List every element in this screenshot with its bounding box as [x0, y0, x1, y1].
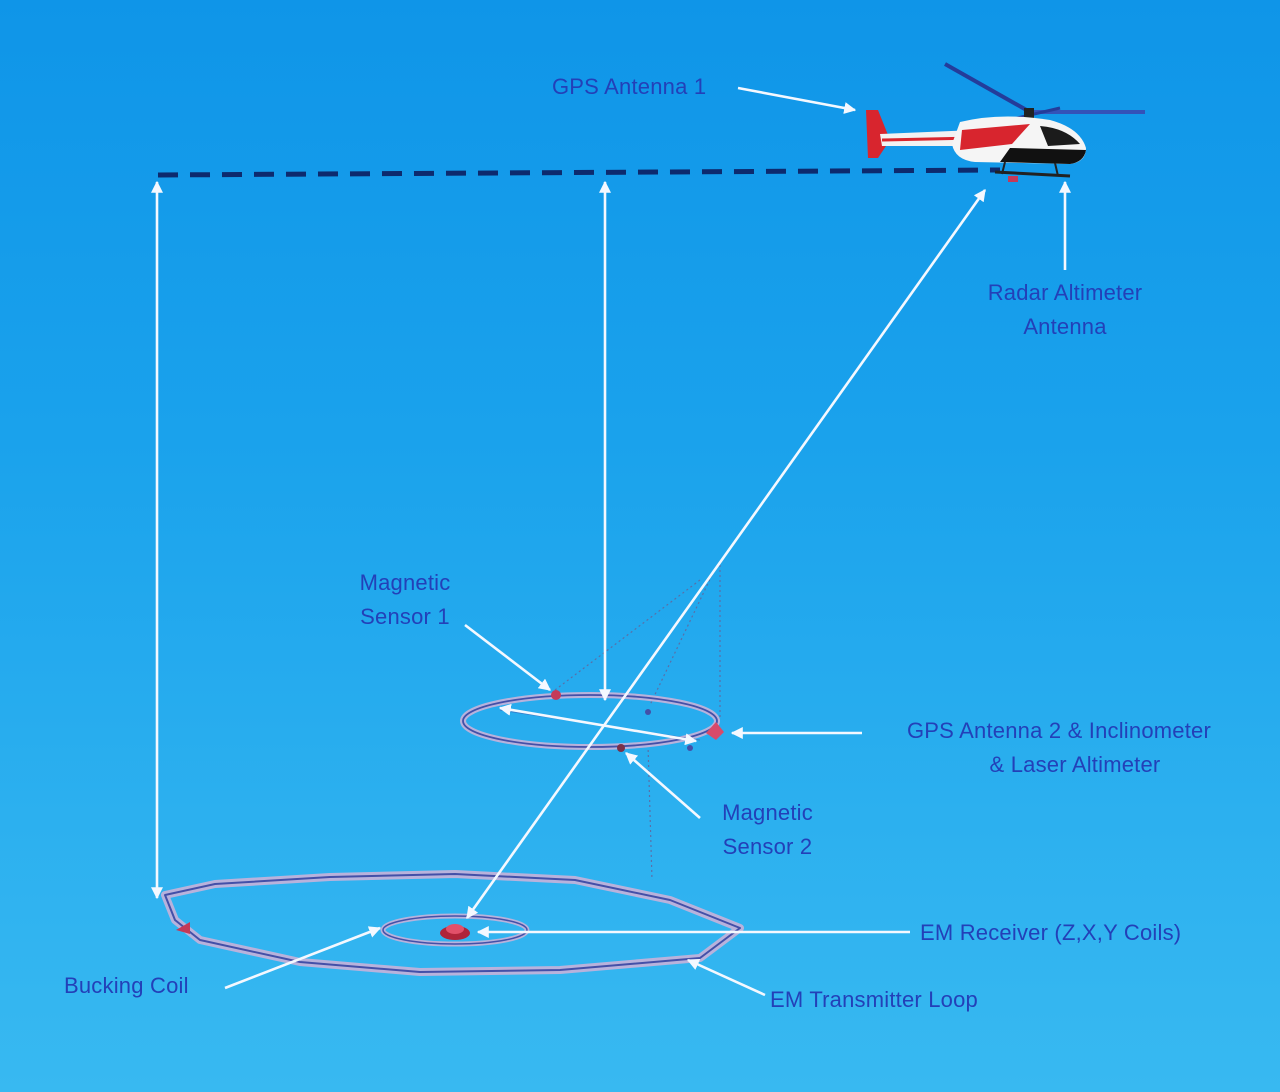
bucking-coil-marker	[176, 922, 190, 934]
label-magnetic-sensor-1: Magnetic Sensor 1	[359, 570, 451, 629]
altitude-reference-line	[157, 167, 1001, 178]
label-bucking-coil: Bucking Coil	[64, 973, 189, 998]
label-radar-altimeter-antenna: Radar Altimeter Antenna	[987, 280, 1143, 339]
bucking-coil	[380, 913, 530, 947]
label-gps-antenna-1: GPS Antenna 1	[552, 74, 707, 99]
label-gps-antenna-2: GPS Antenna 2 & Inclinometer & Laser Alt…	[907, 718, 1211, 777]
measurement-arrows	[151, 180, 987, 919]
magnetic-sensor-1-icon	[551, 690, 561, 700]
label-em-transmitter-loop: EM Transmitter Loop	[770, 987, 978, 1012]
magnetic-sensor-2-icon	[617, 744, 625, 752]
radar-to-receiver-arrow	[465, 189, 987, 919]
magnetic-gradient-arrow	[498, 703, 698, 746]
em-receiver-icon	[440, 924, 470, 940]
helicopter-icon	[866, 62, 1145, 182]
label-pointers	[224, 86, 1071, 997]
em-transmitter-loop	[161, 870, 744, 976]
magnetometer-bird	[460, 690, 724, 752]
label-magnetic-sensor-2: Magnetic Sensor 2	[722, 800, 813, 859]
gps-antenna-2-icon	[706, 722, 724, 740]
label-em-receiver: EM Receiver (Z,X,Y Coils)	[920, 920, 1182, 945]
